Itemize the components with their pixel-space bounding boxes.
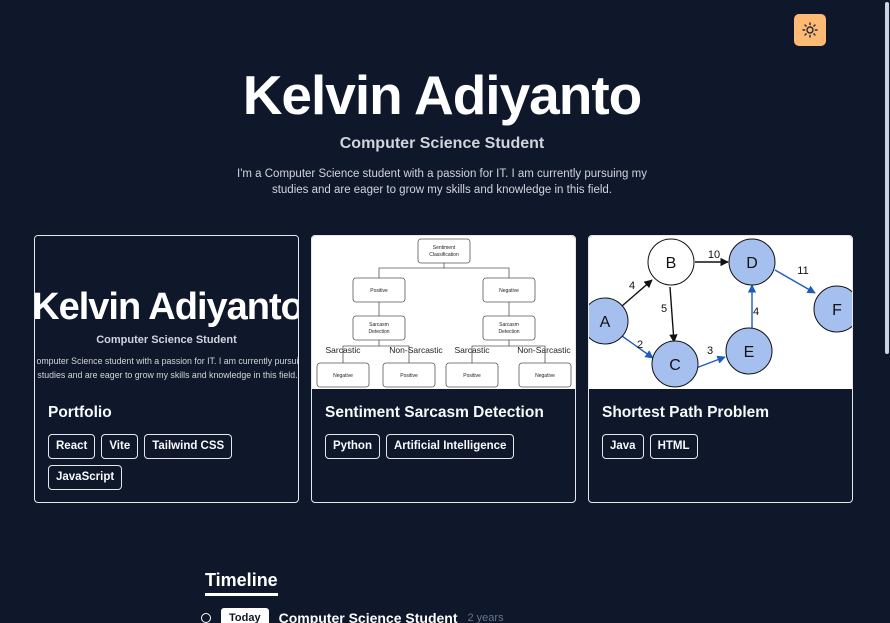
hero-bio-line1: I'm a Computer Science student with a pa… xyxy=(237,168,647,180)
preview-name: Kelvin Adiyanto xyxy=(35,286,298,328)
node-positive: Positive xyxy=(370,288,388,294)
tag-list: React Vite Tailwind CSS JavaScript xyxy=(48,434,288,490)
leaf-negative-left: Negative xyxy=(333,373,353,379)
hero-role: Computer Science Student xyxy=(339,135,545,152)
node-sarcasm-right-line2: Detection xyxy=(498,329,519,335)
preview-bio: omputer Science student with a passion f… xyxy=(35,354,298,382)
tag[interactable]: Java xyxy=(602,434,644,459)
edge-weight-df: 11 xyxy=(797,265,808,277)
graph-node-f: F xyxy=(832,302,842,319)
projects-grid: Kelvin Adiyanto Computer Science Student… xyxy=(34,235,854,503)
project-card-portfolio[interactable]: Kelvin Adiyanto Computer Science Student… xyxy=(34,235,299,503)
edge-weight-ac: 2 xyxy=(637,339,643,351)
edge-label-non-sarcastic-right: Non-Sarcastic xyxy=(517,345,571,355)
graph-node-b: B xyxy=(666,255,677,272)
project-card-sentiment[interactable]: Sentiment Classification Positive Negati… xyxy=(311,235,576,503)
node-sarcasm-left-line1: Sarcasm xyxy=(369,322,389,328)
edge-label-sarcastic-left: Sarcastic xyxy=(326,345,362,355)
tag[interactable]: Tailwind CSS xyxy=(144,434,233,459)
tag-list: Java HTML xyxy=(602,434,842,459)
node-sarcasm-right-line1: Sarcasm xyxy=(499,322,519,328)
node-sarcasm-left-line2: Detection xyxy=(368,329,389,335)
timeline-heading: Timeline xyxy=(205,570,278,596)
leaf-negative-right: Negative xyxy=(535,373,555,379)
graph-diagram: 4 2 10 5 3 4 11 A xyxy=(589,238,852,388)
theme-toggle-button[interactable] xyxy=(794,14,826,46)
tag[interactable]: Artificial Intelligence xyxy=(385,434,515,459)
project-thumbnail: Sentiment Classification Positive Negati… xyxy=(312,236,575,389)
hero-section: Kelvin Adiyanto Computer Science Student… xyxy=(0,60,884,198)
project-title: Portfolio xyxy=(48,404,112,421)
preview-role: Computer Science Student xyxy=(96,334,237,346)
edge-label-sarcastic-right: Sarcastic xyxy=(455,345,491,355)
project-title: Shortest Path Problem xyxy=(602,404,770,421)
edge-weight-bd: 10 xyxy=(708,249,720,261)
node-negative: Negative xyxy=(499,288,519,294)
hero-name: Kelvin Adiyanto xyxy=(242,64,643,126)
timeline-duration: 2 years xyxy=(467,612,504,623)
project-card-shortest-path[interactable]: 4 2 10 5 3 4 11 A xyxy=(588,235,853,503)
node-root-line1: Sentiment xyxy=(433,245,456,251)
node-root-line2: Classification xyxy=(429,252,459,258)
leaf-positive-left: Positive xyxy=(400,373,418,379)
timeline-role: Computer Science Student xyxy=(278,610,458,623)
graph-node-d: D xyxy=(746,255,758,272)
tag[interactable]: React xyxy=(48,434,96,459)
timeline-badge: Today xyxy=(221,608,269,623)
graph-node-a: A xyxy=(600,314,611,331)
tag[interactable]: Python xyxy=(325,434,380,459)
edge-weight-ed: 4 xyxy=(753,306,759,318)
hero-bio-line2: studies and are eager to grow my skills … xyxy=(271,184,613,196)
edge-weight-ab: 4 xyxy=(629,280,635,292)
tag-list: Python Artificial Intelligence xyxy=(325,434,565,459)
tag[interactable]: Vite xyxy=(101,434,139,459)
tag[interactable]: JavaScript xyxy=(48,465,123,490)
edge-label-non-sarcastic-left: Non-Sarcastic xyxy=(389,345,443,355)
portfolio-preview: Kelvin Adiyanto Computer Science Student… xyxy=(35,236,298,389)
classification-diagram: Sentiment Classification Positive Negati… xyxy=(316,238,571,388)
leaf-positive-right: Positive xyxy=(463,373,481,379)
sun-icon xyxy=(802,22,818,38)
edge-weight-bc: 5 xyxy=(661,303,667,315)
scrollbar-thumb[interactable] xyxy=(885,2,889,354)
hero-bio: I'm a Computer Science student with a pa… xyxy=(222,166,662,198)
project-title: Sentiment Sarcasm Detection xyxy=(325,404,544,421)
graph-node-c: C xyxy=(669,357,681,374)
timeline-item: Today Computer Science Student 2 years xyxy=(201,608,504,623)
project-thumbnail: 4 2 10 5 3 4 11 A xyxy=(589,236,852,389)
edge-weight-ce: 3 xyxy=(707,345,713,357)
timeline-section: Timeline Today Computer Science Student … xyxy=(201,570,705,623)
page-scrollbar[interactable] xyxy=(884,0,890,623)
project-thumbnail: Kelvin Adiyanto Computer Science Student… xyxy=(35,236,298,389)
tag[interactable]: HTML xyxy=(649,434,698,459)
preview-bio-line1: omputer Science student with a passion f… xyxy=(36,356,298,366)
timeline-dot xyxy=(201,613,211,623)
graph-node-e: E xyxy=(744,344,755,361)
preview-bio-line2: studies and are eager to grow my skills … xyxy=(37,370,298,380)
